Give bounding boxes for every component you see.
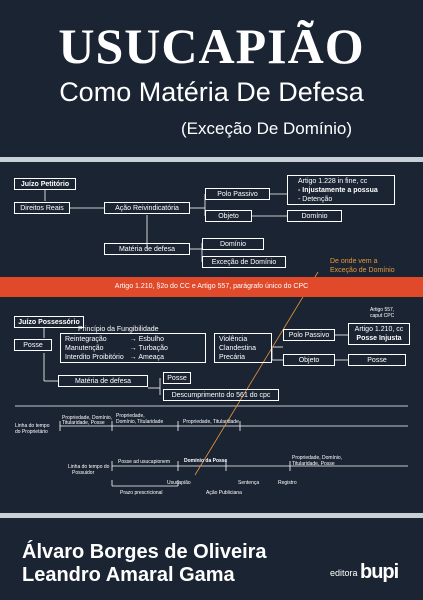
dominio-posse-label: Domínio da Posse bbox=[184, 458, 228, 464]
timeline1-label-b: do Proprietário bbox=[15, 429, 48, 435]
usucapiao-label: Usucapião bbox=[167, 480, 191, 486]
descumprimento-box: Descumprimento do 561 do cpc bbox=[163, 389, 279, 401]
bottom-divider bbox=[0, 513, 423, 518]
objeto2-box: Objeto bbox=[283, 354, 335, 366]
book-title: USUCAPIÃO bbox=[58, 18, 365, 74]
precaria-text: Precária bbox=[219, 353, 246, 361]
violencia-text: Violência bbox=[219, 335, 248, 343]
timeline1-label-a: Linha do tempo bbox=[15, 423, 50, 429]
objeto-box: Objeto bbox=[205, 210, 252, 222]
principio-label: Princípio da Fungibilidade bbox=[78, 326, 159, 333]
artigo-1228-text: Artigo 1.228 in fine, cc bbox=[298, 177, 368, 185]
timeline2-label-b: Possuidor bbox=[72, 470, 95, 476]
artigo-557-label-b: caput CPC bbox=[370, 313, 395, 319]
juizo-possessorio-box: Juízo Possessório bbox=[14, 316, 84, 328]
artigo-1210-text: Artigo 1.210, cc bbox=[354, 326, 404, 333]
posse2-box: Posse bbox=[348, 354, 406, 366]
polo-passivo2-box: Polo Passivo bbox=[283, 329, 335, 341]
artigo-557-label-a: Artigo 557, bbox=[370, 307, 395, 313]
timeline2-label-a: Linha do tempo do bbox=[68, 464, 110, 470]
excecao-note: Exceção de Domínio bbox=[330, 267, 395, 274]
posse-injusta-text: Posse Injusta bbox=[356, 335, 402, 342]
timeline2-right-a: Propriedade, Domínio, bbox=[292, 455, 343, 461]
timeline2-right-b: Titularidade, Posse bbox=[292, 461, 335, 467]
posse-box: Posse bbox=[14, 339, 52, 351]
timeline1-seg1-b: Titularidade, Posse bbox=[62, 420, 105, 426]
timeline1-seg1-a: Propriedade, Domínio, bbox=[62, 415, 113, 421]
materia-defesa2-box: Matéria de defesa bbox=[58, 375, 148, 387]
reintegracao-text: Reintegração bbox=[65, 335, 107, 343]
artigo-1228-box: Artigo 1.228 in fine, cc - Injustamente … bbox=[287, 175, 395, 205]
timeline1-seg2-b: Domínio, Titularidade bbox=[116, 419, 164, 425]
materia-defesa-box: Matéria de defesa bbox=[104, 243, 190, 255]
author-2: Leandro Amaral Gama bbox=[22, 564, 235, 586]
acoes-possessorias-box: Reintegração Manutenção Interdito Proibi… bbox=[60, 333, 206, 363]
posse-usucapiendo-label: Posse ad usucapionem bbox=[118, 459, 170, 465]
book-subtitle-secondary: (Exceção De Domínio) bbox=[180, 119, 352, 138]
publisher-logo: bupi bbox=[360, 561, 399, 583]
publisher-prefix: editora bbox=[330, 568, 358, 578]
excecao-dominio-box: Exceção de Domínio bbox=[202, 256, 286, 268]
ameaca-text: → Ameaça bbox=[129, 353, 165, 361]
manutencao-text: Manutenção bbox=[65, 344, 104, 352]
sentenca-label: Sentença bbox=[238, 480, 260, 486]
acoes-list: Reintegração Manutenção Interdito Proibi… bbox=[65, 335, 124, 362]
injustamente-text: - Injustamente a possua bbox=[298, 186, 378, 194]
posse3-box: Posse bbox=[163, 372, 191, 384]
book-subtitle: Como Matéria De Defesa bbox=[59, 77, 364, 107]
polo-passivo-box: Polo Passivo bbox=[205, 188, 270, 200]
author-1: Álvaro Borges de Oliveira bbox=[22, 541, 267, 563]
direitos-reais-box: Direitos Reais bbox=[14, 202, 70, 214]
ofensas-list: → Esbulho → Turbação → Ameaça bbox=[130, 335, 168, 362]
de-onde-vem-note: De onde vem a bbox=[330, 258, 378, 265]
juizo-peticiorio-box: Juízo Petitório bbox=[14, 178, 76, 190]
esbulho-text: → Esbulho bbox=[129, 335, 165, 343]
legal-reference-band: Artigo 1.210, §2o do CC e Artigo 557, pa… bbox=[0, 277, 423, 297]
acao-publiciana-label: Ação Publiciana bbox=[206, 490, 242, 496]
artigo-1210-box: Artigo 1.210, cc Posse Injusta bbox=[348, 323, 410, 345]
vicios-posse-box: Violência Clandestina Precária bbox=[214, 333, 272, 363]
interdito-text: Interdito Proibitório bbox=[65, 353, 124, 361]
timeline1-seg3: Propriedade, Titularidade bbox=[183, 419, 239, 425]
top-divider bbox=[0, 157, 423, 162]
acao-reivindicatoria-box: Ação Reivindicatória bbox=[104, 202, 190, 214]
timeline1-seg2-a: Propriedade, bbox=[116, 413, 145, 419]
detencao-text: - Detenção bbox=[298, 195, 333, 203]
turbacao-text: → Turbação bbox=[129, 344, 168, 352]
clandestina-text: Clandestina bbox=[219, 344, 256, 352]
registro-label: Registro bbox=[278, 480, 297, 486]
dominio2-box: Domínio bbox=[202, 238, 264, 250]
prazo-label: Prazo prescricional bbox=[120, 490, 163, 496]
dominio-box: Domínio bbox=[287, 210, 342, 222]
